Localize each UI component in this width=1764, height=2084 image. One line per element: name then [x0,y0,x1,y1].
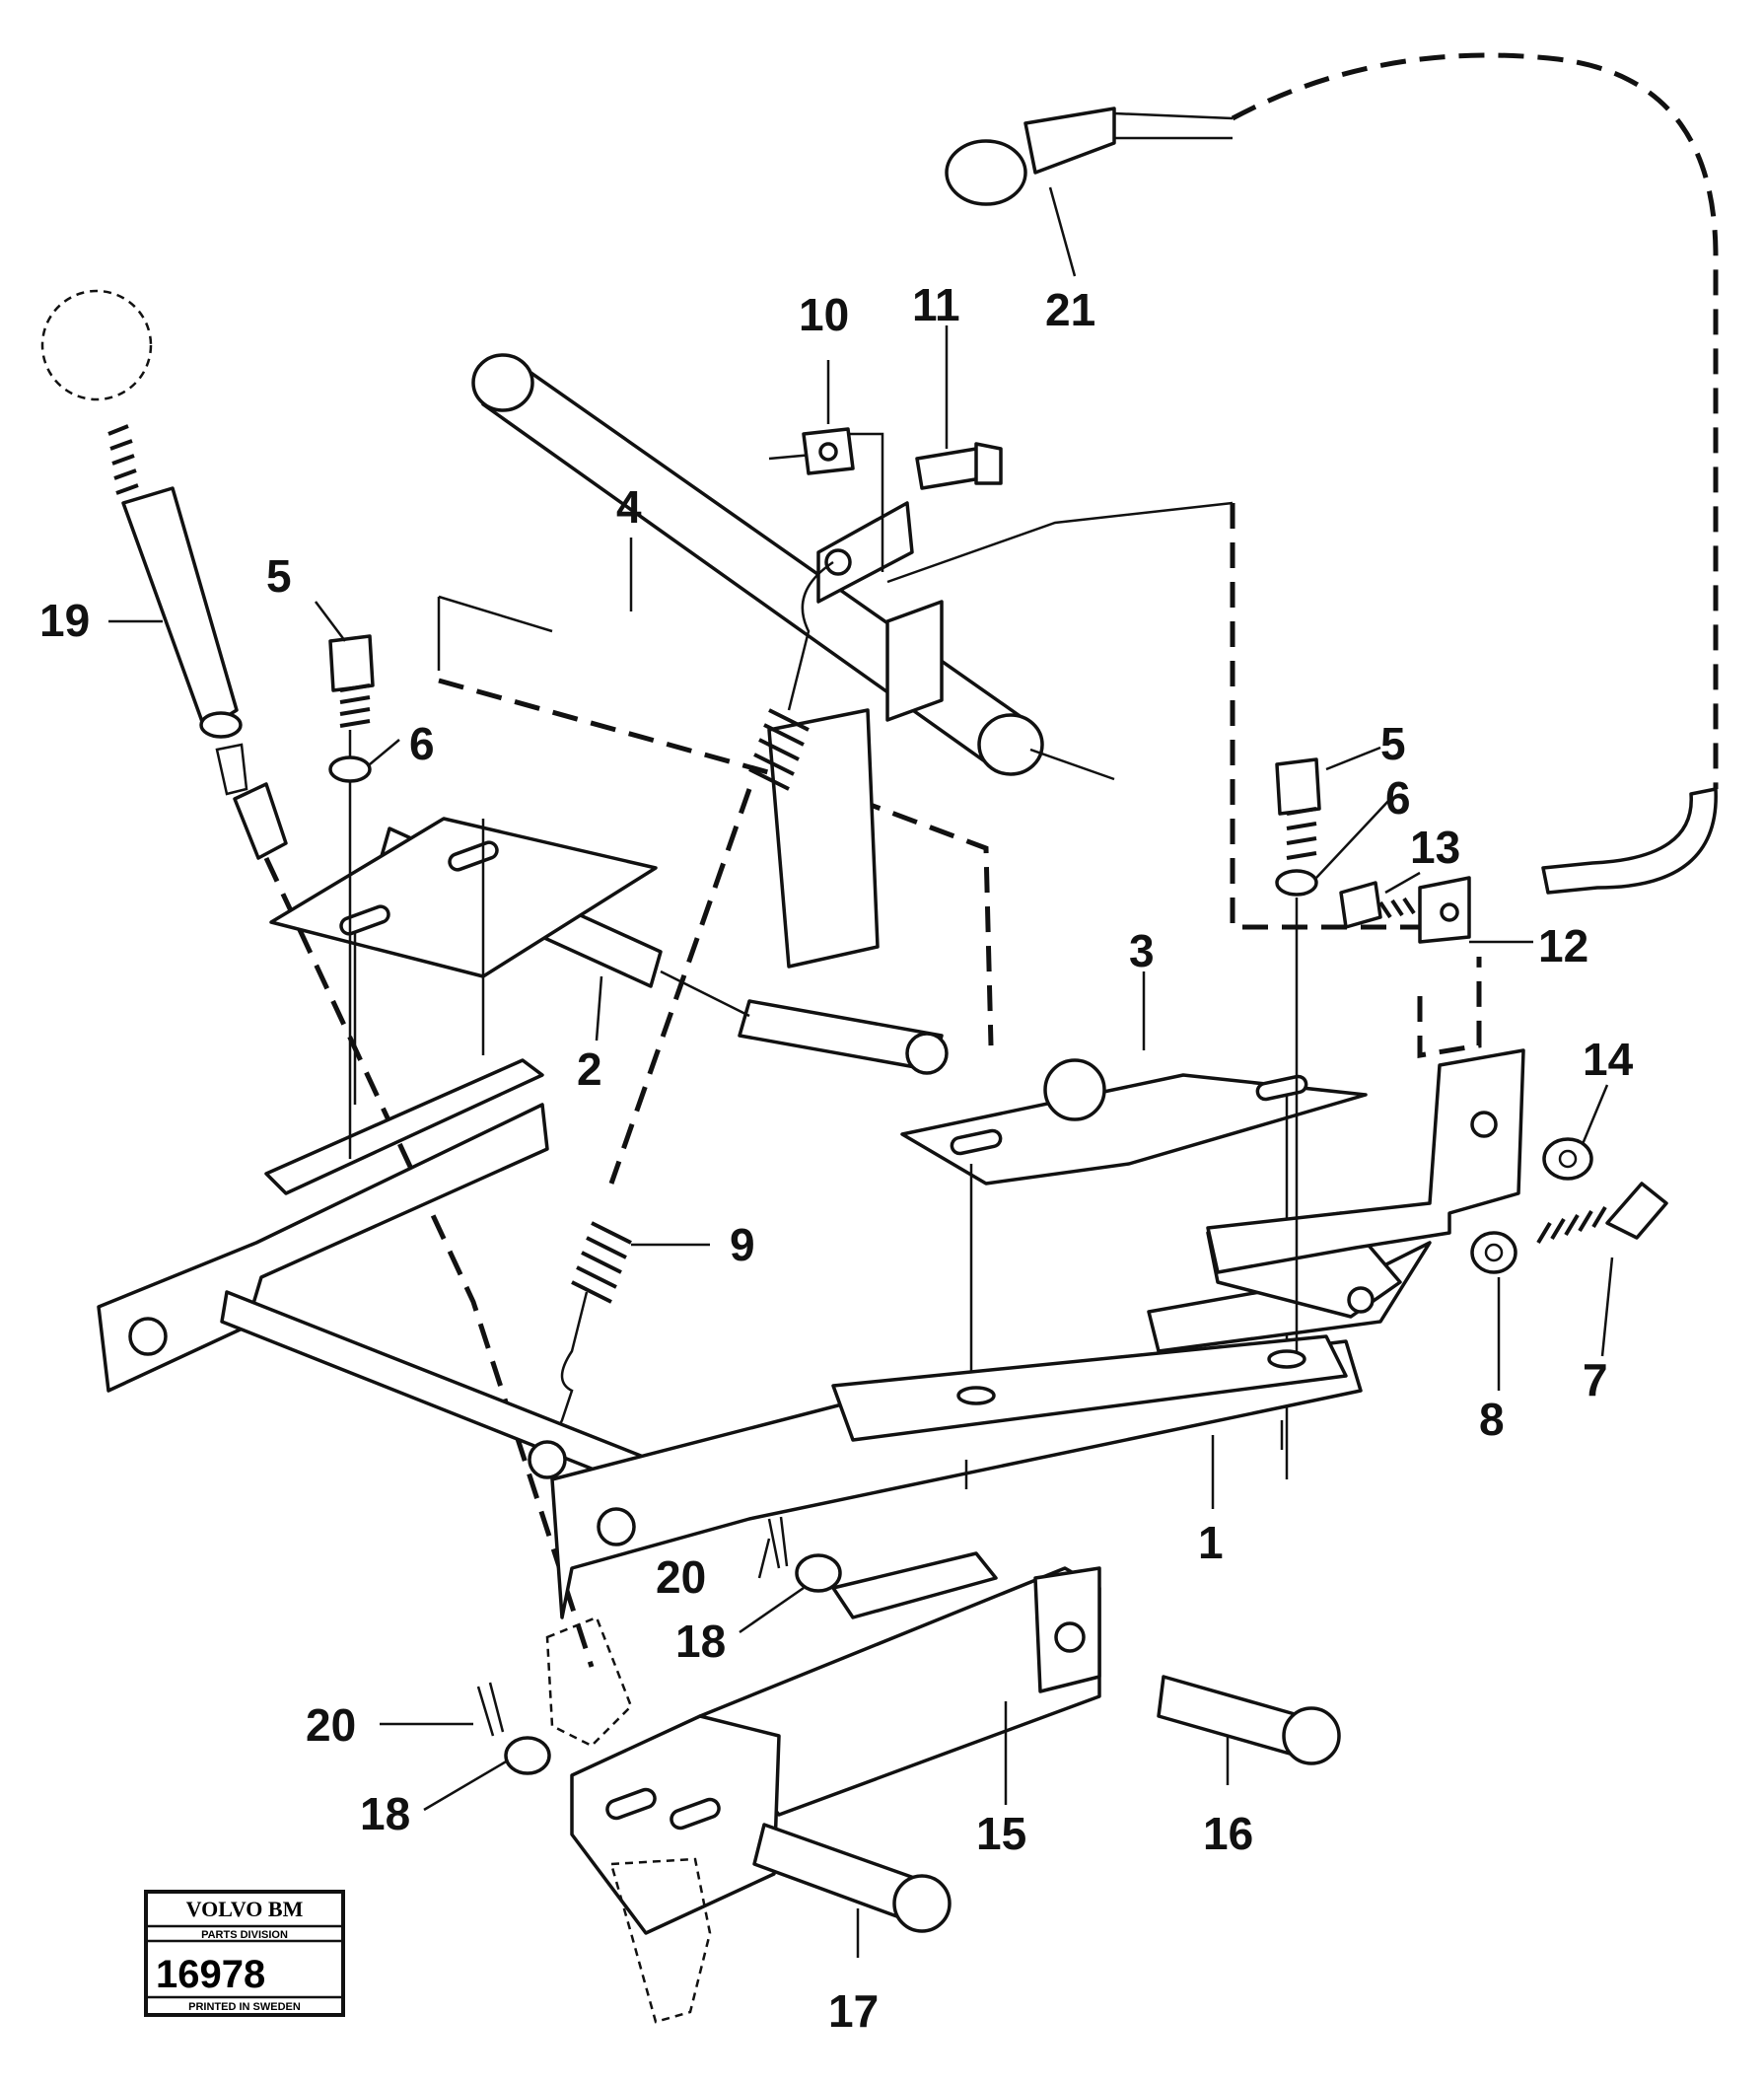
part-7-bolt [1536,1182,1668,1245]
label-part-4: 4 [616,481,642,533]
left-bracket [264,817,658,1195]
label-part-13: 13 [1410,822,1460,873]
lever-foot-shadow [545,1616,712,2024]
label-part-14: 14 [1583,1034,1634,1085]
part-17-pin [752,1823,952,1933]
label-part-8: 8 [1479,1394,1505,1445]
label-part-9: 9 [730,1219,755,1270]
label-part-11: 11 [912,279,960,330]
part-1-frame [97,1103,1363,1619]
part-3-plate [900,1058,1368,1479]
stamp-printed: PRINTED IN SWEDEN [188,2001,301,2013]
part-5-bolt-left [328,634,375,1159]
label-part-10: 10 [799,289,849,340]
label-part-16: 16 [1203,1808,1253,1859]
label-part-18-upper: 18 [675,1616,726,1667]
label-part-21: 21 [1045,284,1095,335]
part-8-washer [1470,1231,1517,1274]
label-part-17: 17 [828,1985,879,2037]
label-part-5-right: 5 [1380,718,1406,769]
label-part-20-lower: 20 [306,1699,356,1751]
part-13-screw [1339,881,1416,929]
part-9-spring [545,560,834,1451]
part-10-rod-end [768,427,884,572]
label-part-3: 3 [1129,925,1155,976]
label-part-6-left: 6 [409,718,435,769]
label-part-19: 19 [39,595,90,646]
label-part-15: 15 [976,1808,1026,1859]
stamp-division: PARTS DIVISION [201,1929,288,1941]
volvo-bm-stamp: VOLVO BM PARTS DIVISION 16978 PRINTED IN… [144,1890,345,2017]
label-part-12: 12 [1538,920,1588,971]
part-16-pin [1157,1675,1341,1765]
part-4-shaft [437,353,1115,1046]
label-part-18-lower: 18 [360,1788,410,1839]
part-18-washer-lower [504,1736,551,1775]
stamp-brand: VOLVO BM [186,1897,304,1921]
part-20-cotter-pin-upper [767,1516,789,1569]
right-bracket [886,501,1525,1353]
part-20-cotter-pin-lower [476,1682,505,1737]
label-part-20-upper: 20 [656,1551,706,1603]
label-part-2: 2 [577,1043,602,1095]
part-18-washer-upper [795,1553,842,1593]
part-14-nut [1542,1137,1593,1181]
leader-lines [108,186,1614,1958]
part-15-bracket [570,1551,1101,1935]
label-part-1: 1 [1198,1517,1224,1568]
part-11-bolt [915,442,1003,490]
label-part-6-right: 6 [1385,772,1411,824]
part-19-lever-rod [40,289,595,1668]
stamp-number: 16978 [156,1953,265,1996]
part-21-control-cable [945,52,1719,895]
part-labels: 1 2 3 4 5 5 6 6 7 8 9 10 11 12 13 14 15 … [39,279,1634,2037]
label-part-5-left: 5 [266,550,292,602]
label-part-7: 7 [1583,1354,1608,1405]
part-5-bolt-right [1275,757,1321,1351]
